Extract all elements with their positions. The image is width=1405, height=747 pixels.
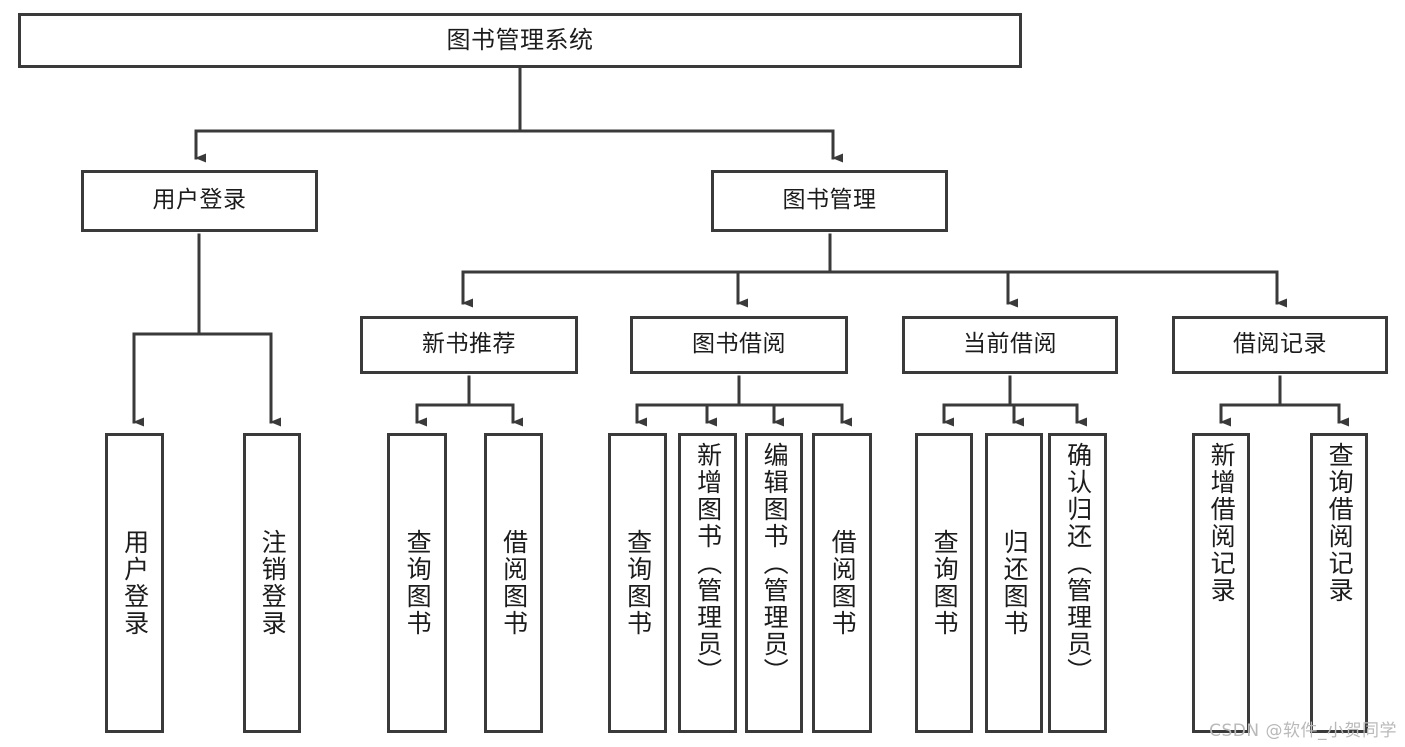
- leaf-edit-book-admin-label: 编辑图书（管理员）: [760, 442, 790, 685]
- csdn-watermark: CSDN @软件_小贺同学: [1209, 721, 1397, 741]
- leaf-query-borrow-record-label: 查询借阅记录: [1325, 442, 1355, 604]
- node-root-book-management-system[interactable]: 图书管理系统: [18, 13, 1022, 68]
- leaf-user-login-label: 用户登录: [120, 529, 150, 637]
- node-current-borrow-label: 当前借阅: [963, 331, 1057, 358]
- node-new-book-recommend-label: 新书推荐: [422, 331, 516, 358]
- leaf-add-borrow-record-label: 新增借阅记录: [1207, 442, 1237, 604]
- leaf-query-book-2-label: 查询图书: [623, 529, 653, 637]
- node-new-book-recommend[interactable]: 新书推荐: [360, 316, 578, 374]
- node-book-borrow-label: 图书借阅: [692, 331, 786, 358]
- leaf-add-book-admin[interactable]: 新增图书（管理员）: [678, 433, 737, 733]
- leaf-confirm-return-admin[interactable]: 确认归还（管理员）: [1048, 433, 1107, 733]
- leaf-query-borrow-record[interactable]: 查询借阅记录: [1310, 433, 1368, 733]
- leaf-borrow-book-1-label: 借阅图书: [499, 529, 529, 637]
- leaf-logout-login[interactable]: 注销登录: [243, 433, 301, 733]
- node-user-login[interactable]: 用户登录: [81, 170, 318, 232]
- leaf-return-book[interactable]: 归还图书: [985, 433, 1043, 733]
- leaf-query-book-1-label: 查询图书: [403, 529, 433, 637]
- leaf-return-book-label: 归还图书: [1000, 529, 1030, 637]
- leaf-query-book-3[interactable]: 查询图书: [915, 433, 973, 733]
- leaf-logout-login-label: 注销登录: [258, 529, 288, 637]
- node-book-management-label: 图书管理: [782, 187, 877, 214]
- node-current-borrow[interactable]: 当前借阅: [902, 316, 1118, 374]
- node-borrow-record[interactable]: 借阅记录: [1172, 316, 1388, 374]
- leaf-borrow-book-1[interactable]: 借阅图书: [484, 433, 543, 733]
- node-borrow-record-label: 借阅记录: [1233, 331, 1327, 358]
- leaf-query-book-3-label: 查询图书: [930, 529, 960, 637]
- node-book-management[interactable]: 图书管理: [711, 170, 948, 232]
- leaf-add-book-admin-label: 新增图书（管理员）: [693, 442, 723, 685]
- leaf-query-book-2[interactable]: 查询图书: [608, 433, 667, 733]
- leaf-query-book-1[interactable]: 查询图书: [387, 433, 447, 733]
- leaf-confirm-return-admin-label: 确认归还（管理员）: [1063, 442, 1093, 685]
- node-book-borrow[interactable]: 图书借阅: [630, 316, 848, 374]
- leaf-borrow-book-2-label: 借阅图书: [828, 529, 858, 637]
- leaf-borrow-book-2[interactable]: 借阅图书: [812, 433, 872, 733]
- leaf-user-login[interactable]: 用户登录: [105, 433, 164, 733]
- leaf-add-borrow-record[interactable]: 新增借阅记录: [1192, 433, 1250, 733]
- leaf-edit-book-admin[interactable]: 编辑图书（管理员）: [745, 433, 803, 733]
- node-user-login-label: 用户登录: [152, 187, 247, 214]
- node-root-label: 图书管理系统: [446, 26, 594, 55]
